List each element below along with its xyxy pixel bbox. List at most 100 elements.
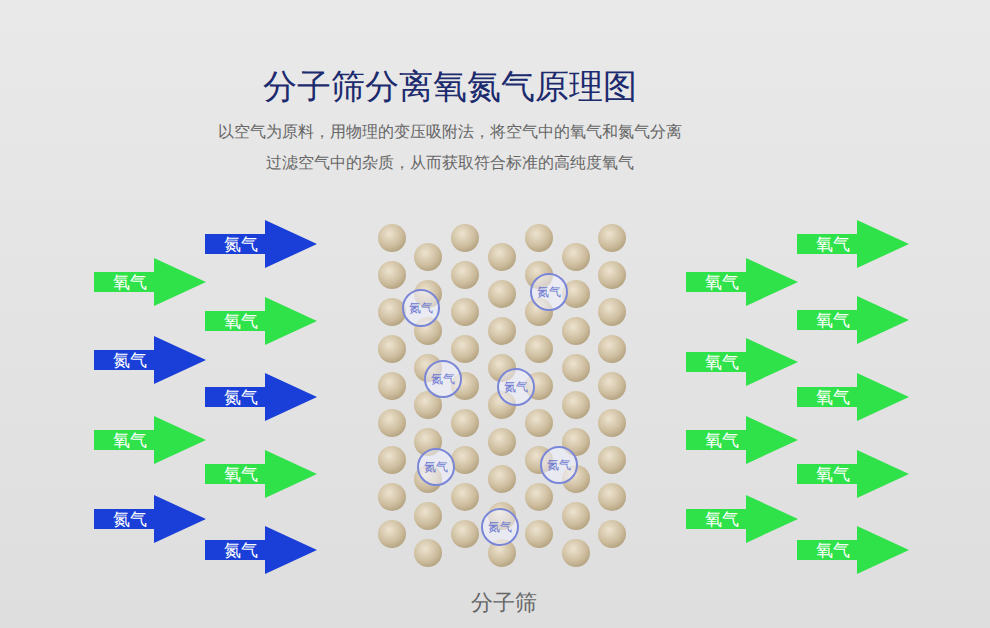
- description-line: 以空气为原料，用物理的变压吸附法，将空气中的氧气和氮气分离: [0, 122, 900, 143]
- node-label: 氧气: [816, 540, 850, 560]
- arrow-shape: [94, 416, 206, 464]
- sieve-bead: [488, 428, 516, 456]
- sieve-bead: [598, 224, 626, 252]
- gas-arrow: 氧气: [797, 373, 909, 421]
- arrow-shape: [94, 336, 206, 384]
- title: 分子筛分离氧氮气原理图: [0, 64, 900, 110]
- node-label: 氮气: [113, 509, 147, 529]
- sieve-bead: [488, 317, 516, 345]
- sieve-bead: [451, 224, 479, 252]
- node-label: 氧气: [816, 234, 850, 254]
- node-label: 分子筛: [370, 588, 638, 618]
- gas-arrow: 氮气: [205, 526, 317, 574]
- gas-arrow: 氮气: [94, 495, 206, 543]
- arrow-fill: [94, 258, 206, 306]
- sieve-bead: [562, 502, 590, 530]
- nitrogen-molecule: 氮气: [497, 368, 535, 406]
- arrow-fill: [205, 450, 317, 498]
- sieve-bead: [525, 409, 553, 437]
- arrow-shape: [797, 373, 909, 421]
- sieve-bead: [451, 520, 479, 548]
- arrow-shape: [797, 296, 909, 344]
- arrow-fill: [686, 495, 798, 543]
- node-label: 氧气: [113, 272, 147, 292]
- arrow-shape: [205, 450, 317, 498]
- sieve-bead: [598, 261, 626, 289]
- node-label: 氮气: [224, 234, 258, 254]
- sieve-bead: [451, 298, 479, 326]
- node-label: 氧气: [113, 430, 147, 450]
- gas-arrow: 氧气: [94, 416, 206, 464]
- sieve-bead: [525, 224, 553, 252]
- arrow-fill: [797, 526, 909, 574]
- sieve-bead: [598, 372, 626, 400]
- node-label: 氧气: [816, 310, 850, 330]
- nitrogen-molecule: 氮气: [530, 273, 568, 311]
- arrow-shape: [686, 416, 798, 464]
- node-label: 氮气: [488, 520, 512, 534]
- gas-arrow: 氧气: [797, 296, 909, 344]
- gas-arrow: 氧气: [797, 220, 909, 268]
- sieve-bead: [598, 520, 626, 548]
- arrow-shape: [797, 220, 909, 268]
- arrow-shape: [686, 258, 798, 306]
- arrow-shape: [797, 526, 909, 574]
- sieve-bead: [598, 483, 626, 511]
- arrow-fill: [205, 297, 317, 345]
- node-label: 氧气: [705, 509, 739, 529]
- nitrogen-molecule: 氮气: [540, 446, 578, 484]
- sieve-bead: [378, 335, 406, 363]
- sieve-bead: [598, 409, 626, 437]
- arrow-fill: [205, 526, 317, 574]
- sieve-bead: [451, 483, 479, 511]
- arrow-fill: [797, 296, 909, 344]
- sieve-bead: [414, 502, 442, 530]
- sieve-bead: [378, 446, 406, 474]
- gas-arrow: 氧气: [686, 495, 798, 543]
- sieve-bead: [562, 539, 590, 567]
- gas-arrow: 氧气: [686, 258, 798, 306]
- node-label: 氧气: [224, 311, 258, 331]
- sieve-bead: [488, 280, 516, 308]
- sieve-bead: [598, 335, 626, 363]
- sieve-bead: [562, 391, 590, 419]
- arrow-shape: [205, 297, 317, 345]
- node-label: 氧气: [224, 464, 258, 484]
- node-label: 氮气: [424, 460, 448, 474]
- gas-arrow: 氮气: [94, 336, 206, 384]
- sieve-bead: [378, 261, 406, 289]
- arrow-shape: [94, 258, 206, 306]
- node-label: 氧气: [816, 387, 850, 407]
- arrow-fill: [94, 416, 206, 464]
- sieve-bead: [414, 539, 442, 567]
- sieve-bead: [525, 520, 553, 548]
- description-line: 过滤空气中的杂质，从而获取符合标准的高纯度氧气: [0, 153, 900, 174]
- sieve-bead: [414, 243, 442, 271]
- node-label: 氮气: [224, 387, 258, 407]
- node-label: 氮气: [224, 540, 258, 560]
- sieve-bead: [378, 520, 406, 548]
- nitrogen-molecule: 氮气: [417, 448, 455, 486]
- gas-arrow: 氧气: [797, 526, 909, 574]
- sieve-bead: [562, 243, 590, 271]
- arrow-fill: [686, 416, 798, 464]
- sieve-bead: [451, 409, 479, 437]
- node-label: 氮气: [409, 301, 433, 315]
- gas-arrow: 氮气: [205, 220, 317, 268]
- sieve-bead: [562, 354, 590, 382]
- node-label: 氮气: [537, 285, 561, 299]
- arrow-fill: [797, 373, 909, 421]
- sieve-bead: [378, 224, 406, 252]
- nitrogen-molecule: 氮气: [481, 508, 519, 546]
- sieve-bead: [451, 335, 479, 363]
- arrow-fill: [797, 220, 909, 268]
- arrow-shape: [686, 495, 798, 543]
- gas-arrow: 氮气: [205, 373, 317, 421]
- gas-arrow: 氧气: [205, 450, 317, 498]
- node-label: 氧气: [705, 352, 739, 372]
- arrow-shape: [797, 450, 909, 498]
- arrow-shape: [94, 495, 206, 543]
- sieve-bead: [378, 483, 406, 511]
- sieve-bead: [598, 298, 626, 326]
- nitrogen-molecule: 氮气: [402, 289, 440, 327]
